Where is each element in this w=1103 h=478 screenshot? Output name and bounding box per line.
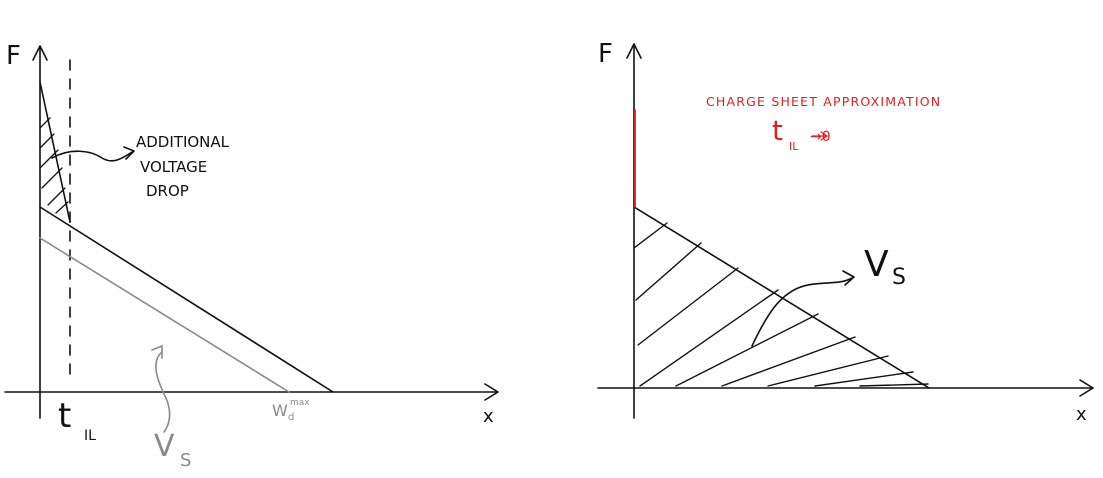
- right-y-axis-arrowhead: [626, 43, 642, 59]
- left-plot: [4, 45, 499, 419]
- right-t-arrow: [811, 131, 829, 141]
- left-hatch-lines: [39, 117, 69, 214]
- left-y-axis-label: F: [6, 41, 21, 71]
- right-x-axis-label: x: [1076, 404, 1087, 425]
- left-annotation-line-3: DROP: [146, 182, 189, 200]
- right-title: CHARGE SHEET APPROXIMATION: [706, 94, 941, 109]
- left-grey-profile: [39, 237, 290, 433]
- left-x-axis-label: x: [483, 406, 494, 427]
- right-hatch-lines: [633, 222, 929, 387]
- left-t-subscript: IL: [84, 428, 96, 444]
- left-annotation-line-2: VOLTAGE: [140, 158, 207, 176]
- left-vs-subscript: S: [180, 450, 191, 471]
- left-vs-label: V: [154, 429, 175, 464]
- right-field-line: [633, 206, 930, 389]
- left-grey-field-line: [39, 237, 290, 393]
- right-vs-pointer-arrowhead: [842, 270, 855, 286]
- right-y-axis-label: F: [598, 39, 613, 69]
- right-vs-pointer: [751, 277, 853, 347]
- right-x-axis-arrowhead: [1079, 379, 1094, 397]
- left-semiconductor-field-line: [39, 206, 334, 393]
- left-y-axis-arrowhead: [32, 45, 48, 61]
- left-wd-superscript: max: [290, 398, 310, 408]
- right-t-subscript: IL: [789, 140, 799, 153]
- left-x-axis-arrowhead: [484, 383, 499, 401]
- left-annotation-pointer-arrowhead: [123, 146, 135, 160]
- right-vs-label: V: [864, 244, 889, 285]
- left-wd-subscript: d: [288, 412, 294, 423]
- right-t-limit: →0: [810, 129, 831, 145]
- left-annotation-line-1: ADDITIONAL: [136, 133, 230, 151]
- right-plot: [597, 43, 1094, 419]
- right-vs-subscript: S: [892, 265, 906, 290]
- left-annotation-pointer: [51, 150, 133, 162]
- left-t-label: t: [58, 396, 71, 436]
- right-t-label: t: [772, 114, 783, 147]
- left-vs-pointer-arrowhead: [151, 344, 163, 359]
- left-insulator-field-line: [39, 81, 71, 223]
- left-wd-label: W: [272, 401, 288, 420]
- left-vs-pointer: [155, 351, 171, 433]
